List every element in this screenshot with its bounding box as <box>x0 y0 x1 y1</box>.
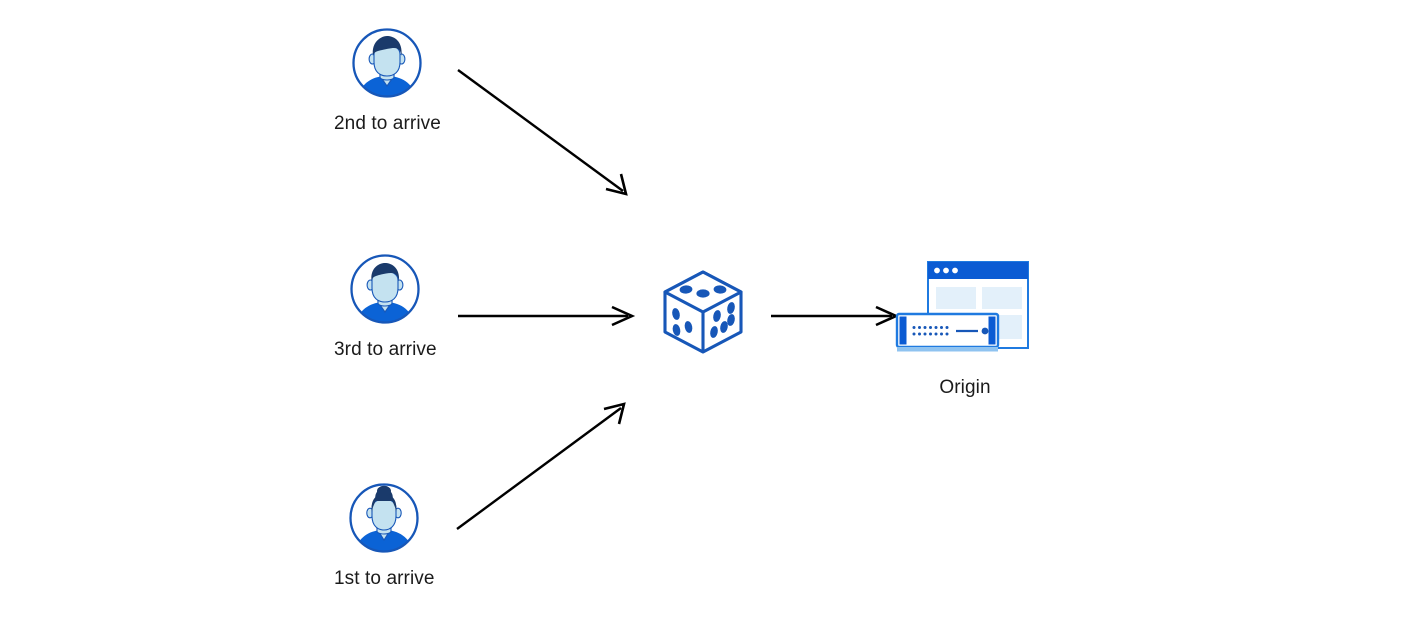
node-client-2nd[interactable]: 2nd to arrive <box>334 26 441 133</box>
arrow-3rd-to-dice <box>458 305 636 327</box>
user-avatar-icon <box>347 481 421 555</box>
user-avatar-icon <box>348 252 422 326</box>
node-randomizer[interactable] <box>655 262 751 358</box>
node-label-client-1st: 1st to arrive <box>334 568 435 589</box>
node-label-client-3rd: 3rd to arrive <box>334 339 437 360</box>
arrow-2nd-to-dice <box>457 69 628 196</box>
arrow-dice-to-origin <box>771 305 900 327</box>
node-client-3rd[interactable]: 3rd to arrive <box>334 252 437 359</box>
node-label-client-2nd: 2nd to arrive <box>334 113 441 134</box>
dice-icon <box>655 262 751 358</box>
node-client-1st[interactable]: 1st to arrive <box>334 481 435 588</box>
server-device-icon <box>895 312 1000 352</box>
user-avatar-icon <box>350 26 424 100</box>
origin-server-icon <box>890 255 1040 365</box>
arrow-1st-to-dice <box>456 402 626 530</box>
node-origin-server[interactable]: Origin <box>890 255 1040 397</box>
node-label-origin: Origin <box>939 377 991 398</box>
